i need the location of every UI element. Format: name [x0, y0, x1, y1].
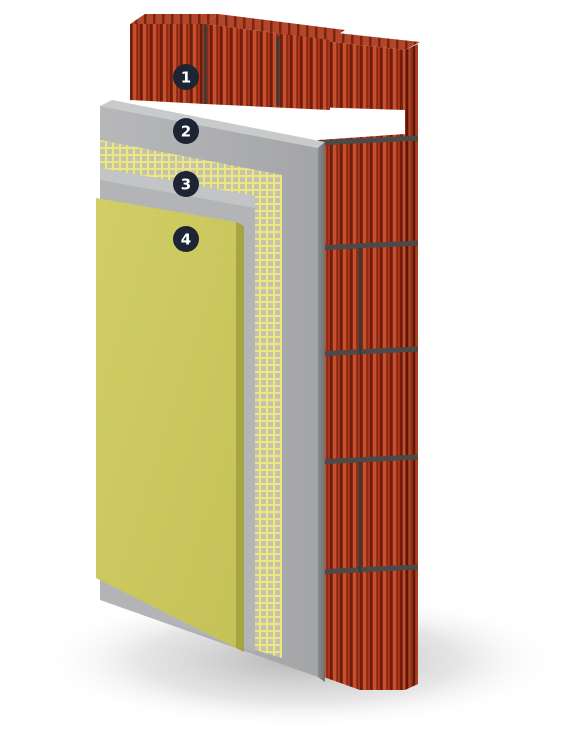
layer-badge-4: 4: [173, 226, 199, 252]
brick-top-face: [130, 14, 218, 24]
layer-badge-3: 3: [173, 171, 199, 197]
badge-number: 2: [181, 123, 191, 141]
badge-number: 3: [181, 176, 191, 194]
badge-number: 1: [181, 69, 191, 87]
brick-side-face: [318, 134, 405, 690]
layer-badge-1: 1: [173, 64, 199, 90]
finish-layer: [96, 198, 244, 652]
badge-number: 4: [181, 231, 191, 249]
layer-badge-2: 2: [173, 118, 199, 144]
brick-front-face: [130, 24, 205, 104]
